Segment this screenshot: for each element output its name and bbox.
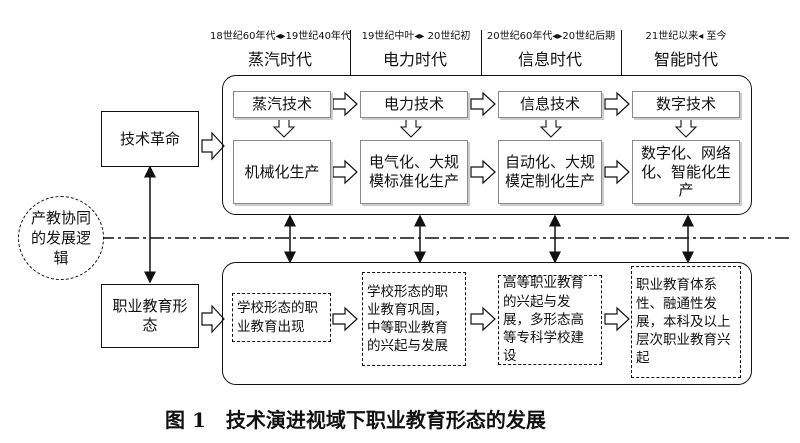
era-separator-2: [481, 30, 482, 75]
vocational-form-panel: [222, 262, 752, 385]
row-label-vocational-form: 职业教育形态: [101, 284, 199, 348]
tech-box-digital: 数字技术: [632, 91, 740, 118]
production-box-intelligent: 数字化、网络化、智能化生产: [632, 140, 740, 204]
edu-box-emergence: 学校形态的职业教育出现: [232, 293, 331, 342]
era-range-4: 21世纪以来◂ 至今: [645, 31, 727, 42]
edu-arrow-3: [604, 306, 630, 332]
era-separator-1: [350, 30, 351, 75]
era-title-1: 蒸汽时代: [247, 50, 312, 69]
tech-arrow-3: [604, 91, 630, 117]
era-title-2: 电力时代: [382, 50, 447, 69]
production-box-automated: 自动化、大规模定制化生产: [498, 140, 602, 204]
era-range-2: 19世纪中叶◂▸ 20世纪初: [361, 31, 471, 42]
tech-box-electric: 电力技术: [360, 91, 468, 118]
development-logic-ellipse: 产教协同的发展逻辑: [18, 196, 104, 280]
prod-arrow-3: [604, 159, 630, 185]
era-title-4: 智能时代: [653, 50, 718, 69]
tech-arrow-1: [332, 91, 358, 117]
label-to-tech-panel-arrow: [201, 131, 225, 161]
tech-box-steam: 蒸汽技术: [233, 91, 331, 118]
figure-caption: 图 1 技术演进视域下职业教育形态的发展: [165, 408, 546, 432]
down-arrow-2: [399, 116, 423, 138]
edu-box-higher-vocational: 高等职业教育的兴起与发展，多形态高等专科学校建设: [498, 275, 602, 365]
edu-box-consolidation: 学校形态的职业教育巩固，中等职业教育的兴起与发展: [362, 272, 466, 366]
edu-box-system-development: 职业教育体系性、融通性发展，本科及以上层次职业教育兴起: [631, 266, 741, 378]
era-range-3: 20世纪60年代◂▸20世纪后期: [486, 31, 616, 42]
down-arrow-3: [539, 116, 563, 138]
down-arrow-4: [674, 116, 698, 138]
era-separator-3: [621, 30, 622, 75]
era-title-3: 信息时代: [517, 50, 582, 69]
tech-box-information: 信息技术: [498, 91, 602, 118]
edu-arrow-1: [332, 306, 358, 332]
era-range-1: 18世纪60年代◂▸19世纪40年代: [210, 31, 351, 42]
label-to-edu-panel-arrow: [201, 304, 225, 334]
prod-arrow-1: [332, 159, 358, 185]
edu-arrow-2: [470, 306, 496, 332]
row-label-tech-revolution: 技术革命: [101, 111, 199, 167]
tech-revolution-panel: [222, 75, 752, 215]
production-box-electrified: 电气化、大规模标准化生产: [360, 140, 468, 204]
tech-arrow-2: [470, 91, 496, 117]
prod-arrow-2: [470, 159, 496, 185]
down-arrow-1: [272, 116, 296, 138]
production-box-mechanized: 机械化生产: [233, 140, 331, 204]
